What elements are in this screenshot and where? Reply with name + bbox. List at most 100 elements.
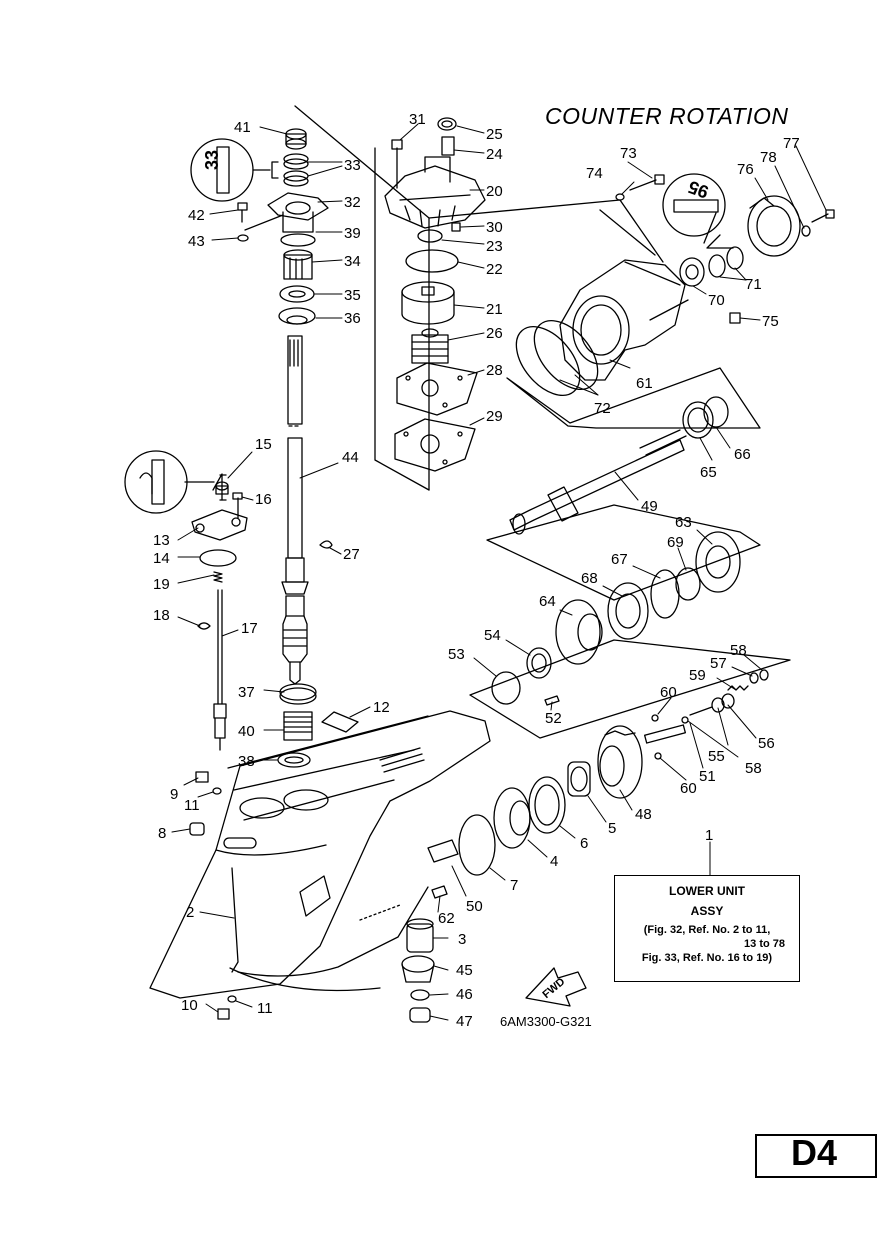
callout-7: 7	[510, 877, 518, 894]
callout-25: 25	[486, 126, 503, 143]
callout-36: 36	[344, 310, 361, 327]
callout-68: 68	[581, 570, 598, 587]
callout-39: 39	[344, 225, 361, 242]
callout-53: 53	[448, 646, 465, 663]
callout-16: 16	[255, 491, 272, 508]
shift-rod-parts	[191, 481, 248, 751]
callout-72: 72	[594, 400, 611, 417]
callout-64: 64	[539, 593, 556, 610]
callout-13: 13	[153, 532, 170, 549]
callout-15: 15	[255, 436, 272, 453]
callout-6: 6	[580, 835, 588, 852]
callout-28: 28	[486, 362, 503, 379]
callout-66: 66	[734, 446, 751, 463]
callout-27: 27	[343, 546, 360, 563]
callout-56: 56	[758, 735, 775, 752]
callout-9: 9	[170, 786, 178, 803]
callout-43: 43	[188, 233, 205, 250]
callout-40: 40	[238, 723, 255, 740]
callout-2: 2	[186, 904, 194, 921]
callout-32: 32	[344, 194, 361, 211]
callout-76: 76	[737, 161, 754, 178]
fwd-arrow	[525, 967, 587, 1007]
callout-34: 34	[344, 253, 361, 270]
callout-42: 42	[188, 207, 205, 224]
callout-12: 12	[373, 699, 390, 716]
callout-10: 10	[181, 997, 198, 1014]
callout-77: 77	[783, 135, 800, 152]
callout-55: 55	[708, 748, 725, 765]
callout-60: 60	[660, 684, 677, 701]
grease-symbol-33: 33	[190, 138, 254, 202]
callout-8: 8	[158, 825, 166, 842]
callout-4: 4	[550, 853, 558, 870]
callout-58: 58	[730, 642, 747, 659]
callout-35: 35	[344, 287, 361, 304]
callout-63: 63	[675, 514, 692, 531]
part-code: 6AM3300-G321	[500, 1014, 592, 1029]
gear-parts	[491, 531, 741, 706]
callout-29: 29	[486, 408, 503, 425]
infobox-line1: LOWER UNIT	[669, 884, 745, 898]
callout-60-lower: 60	[680, 780, 697, 797]
callout-65: 65	[700, 464, 717, 481]
callout-52: 52	[545, 710, 562, 727]
reverse-gear-parts	[401, 725, 643, 1023]
callout-70: 70	[708, 292, 725, 309]
shift-plunger-parts	[643, 669, 769, 760]
callout-26: 26	[486, 325, 503, 342]
callout-23: 23	[486, 238, 503, 255]
callout-58-lower: 58	[745, 760, 762, 777]
callout-3: 3	[458, 931, 466, 948]
assembly-info-box: LOWER UNIT ASSY (Fig. 32, Ref. No. 2 to …	[614, 875, 800, 982]
lower-case-housing	[149, 710, 491, 999]
callout-5: 5	[608, 820, 616, 837]
leader-lines	[171, 123, 827, 1021]
infobox-line2: ASSY	[690, 904, 724, 918]
page-label-box: D4	[755, 1132, 877, 1178]
diagram-title: COUNTER ROTATION	[545, 103, 789, 129]
callout-73: 73	[620, 145, 637, 162]
callout-17: 17	[241, 620, 258, 637]
callout-51: 51	[699, 768, 716, 785]
callout-62: 62	[438, 910, 455, 927]
propeller-shaft-parts	[509, 396, 729, 535]
callout-31: 31	[409, 111, 426, 128]
callout-46: 46	[456, 986, 473, 1003]
infobox-line5: Fig. 33, Ref. No. 16 to 19)	[641, 952, 773, 964]
water-pump-parts	[384, 117, 486, 472]
callout-33: 33	[344, 157, 361, 174]
page-label: D4	[791, 1132, 838, 1173]
callout-75: 75	[762, 313, 779, 330]
callout-67: 67	[611, 551, 628, 568]
callout-numbers: 41 33 42 32 43 39 34 35 36 31 25 24 20 3…	[153, 111, 800, 1030]
callout-61: 61	[636, 375, 653, 392]
callout-74: 74	[586, 165, 603, 182]
callout-48: 48	[635, 806, 652, 823]
callout-1: 1	[705, 827, 713, 844]
callout-21: 21	[486, 301, 503, 318]
infobox-line4: 13 to 78	[744, 938, 785, 950]
pinion-area-parts	[277, 683, 359, 768]
bolt-42-washer-43	[237, 202, 249, 242]
callout-19: 19	[153, 576, 170, 593]
callout-30: 30	[486, 219, 503, 236]
callout-49: 49	[641, 498, 658, 515]
callout-37: 37	[238, 684, 255, 701]
callout-45: 45	[456, 962, 473, 979]
drive-shaft-parts	[244, 128, 329, 685]
callout-24: 24	[486, 146, 503, 163]
fwd-label: FWD	[540, 976, 567, 1001]
callout-22: 22	[486, 261, 503, 278]
callout-14: 14	[153, 550, 170, 567]
callout-78: 78	[760, 149, 777, 166]
callout-47: 47	[456, 1013, 473, 1030]
clip-27	[319, 540, 333, 549]
callout-11-lower: 11	[257, 1000, 273, 1017]
callout-18: 18	[153, 607, 170, 624]
grease-symbol-71: 95	[662, 173, 726, 237]
callout-54: 54	[484, 627, 501, 644]
callout-44: 44	[342, 449, 359, 466]
